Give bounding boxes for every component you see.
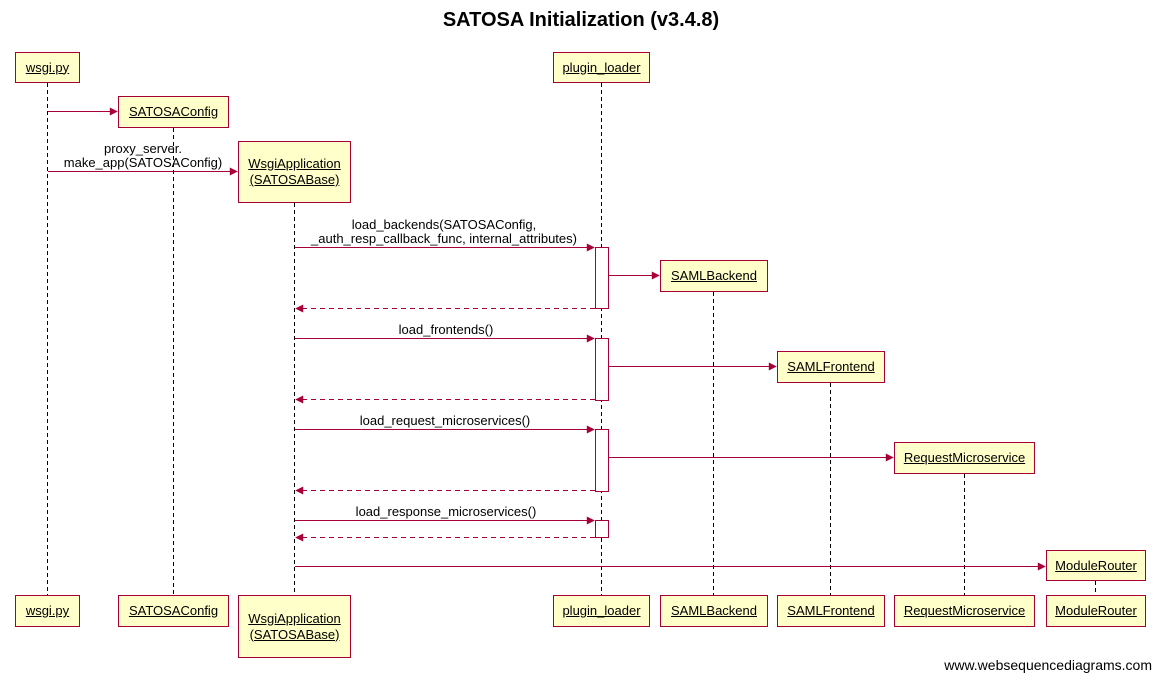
participant-top-satosaconfig: SATOSAConfig bbox=[118, 96, 229, 128]
participant-bottom-samlbackend: SAMLBackend bbox=[660, 595, 768, 627]
participant-top-wsgiapplication: WsgiApplication (SATOSABase) bbox=[238, 141, 351, 203]
participant-bottom-wsgiapplication: WsgiApplication (SATOSABase) bbox=[238, 595, 351, 658]
message-load-backends: load_backends(SATOSAConfig, _auth_resp_c… bbox=[311, 217, 577, 246]
participant-bottom-wsgi: wsgi.py bbox=[15, 595, 80, 627]
message-make-app: proxy_server. make_app(SATOSAConfig) bbox=[63, 141, 223, 170]
message-load-response-microservices: load_response_microservices() bbox=[355, 504, 537, 519]
participant-bottom-requestmicroservice: RequestMicroservice bbox=[894, 595, 1035, 627]
participant-top-plugin-loader: plugin_loader bbox=[553, 52, 650, 83]
message-load-request-microservices: load_request_microservices() bbox=[359, 413, 531, 428]
participant-top-modulerouter: ModuleRouter bbox=[1046, 550, 1146, 581]
activation-load-frontends bbox=[595, 338, 609, 401]
participant-bottom-satosaconfig: SATOSAConfig bbox=[118, 595, 229, 627]
participant-bottom-modulerouter: ModuleRouter bbox=[1046, 595, 1146, 627]
participant-top-wsgi: wsgi.py bbox=[15, 52, 80, 83]
diagram-title: SATOSA Initialization (v3.4.8) bbox=[442, 9, 720, 31]
participant-bottom-plugin-loader: plugin_loader bbox=[553, 595, 650, 627]
participant-bottom-samlfrontend: SAMLFrontend bbox=[777, 595, 885, 627]
activation-load-backends bbox=[595, 247, 609, 309]
message-load-frontends: load_frontends() bbox=[398, 322, 494, 337]
participant-top-samlbackend: SAMLBackend bbox=[660, 260, 768, 292]
participant-top-requestmicroservice: RequestMicroservice bbox=[894, 442, 1035, 474]
participant-top-samlfrontend: SAMLFrontend bbox=[777, 351, 885, 383]
watermark: www.websequencediagrams.com bbox=[944, 657, 1152, 673]
activation-load-request-ms bbox=[595, 429, 609, 492]
activation-load-response-ms bbox=[595, 520, 609, 538]
